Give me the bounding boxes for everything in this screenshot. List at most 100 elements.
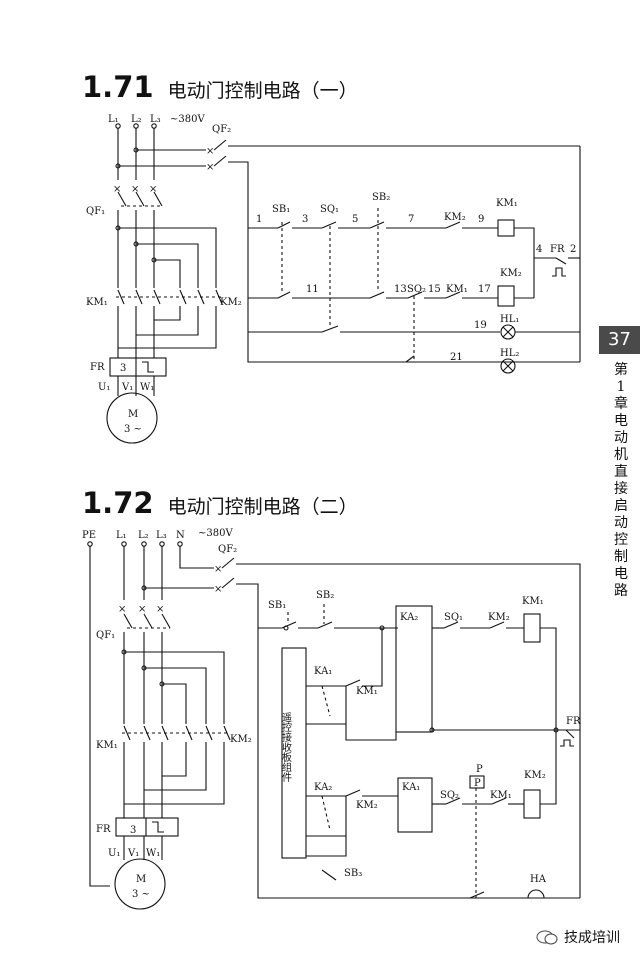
motor-M: M	[136, 874, 146, 885]
coil-KM2	[523, 789, 541, 819]
label-U1: U₁	[98, 382, 110, 393]
x-mark: ×	[206, 162, 214, 173]
label-SQ2: SQ₂	[440, 790, 459, 801]
label-KM1-coil: KM₁	[496, 198, 518, 209]
label-KA1-b: KA₁	[402, 782, 420, 793]
node-19: 19	[474, 320, 487, 331]
coil-KM2	[497, 285, 515, 307]
label-KM1-contact: KM₁	[446, 284, 468, 295]
x-mark: ×	[138, 604, 146, 615]
label-KM1: KM₁	[86, 297, 108, 308]
label-HA: HA	[530, 874, 547, 885]
label-L1: L₁	[108, 114, 119, 125]
label-KM2-coil: KM₂	[524, 770, 546, 781]
label-KM2-contact: KM₂	[488, 612, 510, 623]
label-KM1: KM₁	[96, 740, 118, 751]
label-FR-contact: FR	[566, 716, 581, 727]
label-W1: W₁	[146, 848, 160, 859]
x-mark: ×	[206, 146, 214, 157]
motor-3: 3 ~	[124, 424, 142, 435]
x-mark: ×	[118, 604, 126, 615]
label-N: N	[176, 530, 185, 541]
section-number: 1.71	[82, 70, 154, 104]
section-heading-2: 1.72 电动门控制电路（二）	[82, 486, 358, 520]
label-V1: V₁	[127, 848, 139, 859]
lamp-icon	[500, 358, 516, 374]
x-mark: ×	[156, 604, 164, 615]
node-17: 17	[478, 284, 491, 295]
label-SB3: SB₃	[344, 868, 362, 879]
label-L2: L₂	[138, 530, 149, 541]
label-U1: U₁	[108, 848, 120, 859]
node-4: 4	[536, 244, 542, 255]
label-FR: FR	[90, 362, 105, 373]
page-number-tab: 37	[599, 326, 640, 354]
label-L3: L₃	[150, 114, 161, 125]
coil-KM1	[523, 613, 541, 643]
node-15: 15	[428, 284, 441, 295]
section-title: 电动门控制电路（二）	[167, 496, 358, 518]
label-L1: L₁	[116, 530, 127, 541]
label-KM2-d: KM₂	[356, 800, 378, 811]
label-QF2: QF₂	[218, 544, 237, 555]
label-SB2: SB₂	[372, 192, 390, 203]
motor-M: M	[128, 409, 138, 420]
label-KA2: KA₂	[400, 612, 418, 623]
watermark-text: 技成培训	[564, 930, 620, 946]
section-title: 电动门控制电路（一）	[167, 80, 358, 102]
x-mark: ×	[113, 184, 121, 195]
label-SQ1: SQ₁	[444, 612, 463, 623]
motor-icon	[114, 858, 166, 910]
x-mark: ×	[214, 564, 222, 575]
label-SQ1: SQ₁	[320, 204, 339, 215]
node-13: 13	[394, 284, 407, 295]
label-SB1: SB₁	[272, 204, 290, 215]
label-QF2: QF₂	[212, 124, 231, 135]
x-mark: ×	[131, 184, 139, 195]
label-SB2: SB₂	[316, 590, 334, 601]
motor-3: 3 ~	[132, 889, 150, 900]
node-3: 3	[302, 214, 308, 225]
label-KM2: KM₂	[230, 734, 252, 745]
label-voltage: ~380V	[198, 528, 233, 539]
motor-icon	[106, 392, 158, 444]
section-heading-1: 1.71 电动门控制电路（一）	[82, 70, 358, 104]
label-voltage: ~380V	[170, 114, 205, 125]
label-HL2: HL₂	[500, 348, 519, 359]
label-FR-number: 3	[130, 825, 136, 836]
label-FR-contact: FR	[550, 244, 565, 255]
chapter-label: 第1章 电动机直接启动控制电路	[614, 362, 628, 599]
label-P-box: P	[474, 778, 481, 789]
label-L3: L₃	[156, 530, 167, 541]
label-SQ2: SQ₂	[407, 284, 426, 295]
remote-receiver-label: 遥控接收板组件	[280, 711, 292, 783]
label-KM1-d: KM₁	[490, 790, 512, 801]
x-mark: ×	[149, 184, 157, 195]
node-11: 11	[306, 284, 319, 295]
label-V1: V₁	[121, 382, 133, 393]
node-2: 2	[570, 244, 576, 255]
node-21: 21	[450, 352, 463, 363]
section-number: 1.72	[82, 486, 154, 520]
node-7: 7	[408, 214, 414, 225]
label-KM1-coil: KM₁	[522, 596, 544, 607]
chat-icon	[536, 930, 558, 945]
label-L2: L₂	[131, 114, 142, 125]
node-9: 9	[478, 214, 484, 225]
watermark: 技成培训	[536, 927, 620, 947]
label-FR-number: 3	[120, 363, 126, 374]
label-KA2-b: KA₂	[314, 782, 332, 793]
node-1: 1	[256, 214, 262, 225]
label-QF1: QF₁	[96, 630, 115, 641]
label-QF1: QF₁	[86, 206, 105, 217]
label-PE: PE	[82, 530, 96, 541]
label-HL1: HL₁	[500, 314, 519, 325]
node-5: 5	[352, 214, 358, 225]
label-KM2: KM₂	[220, 297, 242, 308]
label-KM1-contact: KM₁	[356, 686, 378, 697]
buzzer-icon	[527, 889, 545, 899]
label-FR: FR	[96, 824, 111, 835]
label-W1: W₁	[140, 382, 154, 393]
